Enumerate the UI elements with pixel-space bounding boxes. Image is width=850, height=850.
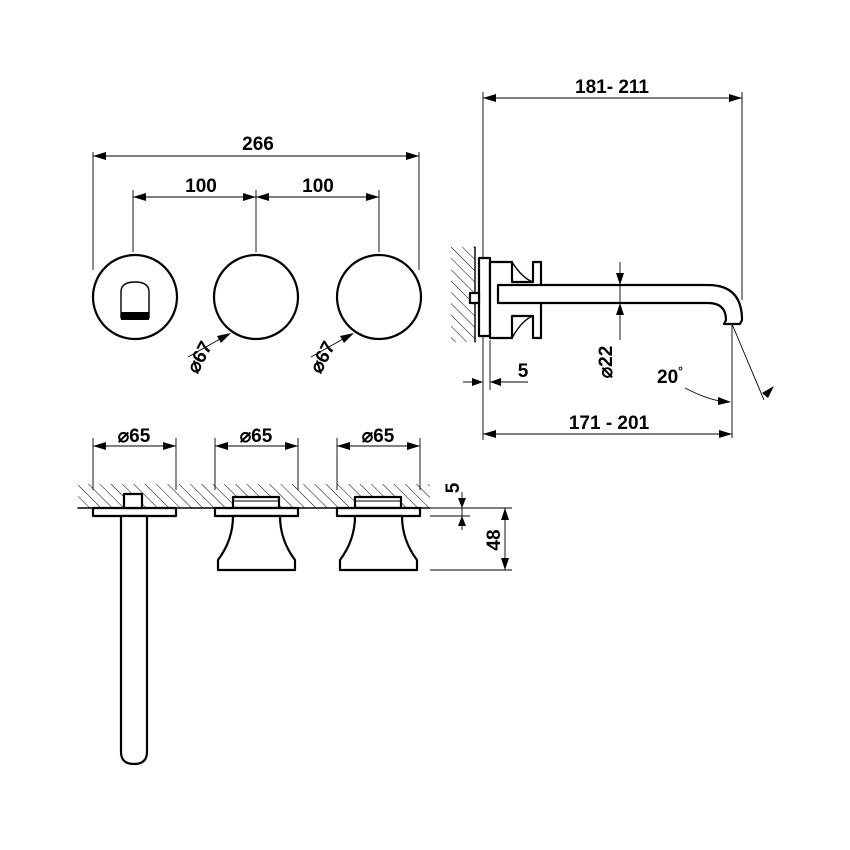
handle-right-top [335, 495, 422, 572]
spout-side [468, 256, 744, 340]
dimension-handle-diameter-right: ⌀67 [306, 333, 354, 377]
side-view: 181- 211 ⌀22 [451, 77, 774, 440]
dimension-plate-diameter-1: ⌀65 [92, 426, 177, 490]
dim-5-top-label: 5 [443, 482, 464, 493]
dimension-spout-angle: 20° [657, 323, 774, 438]
handle-left-top [213, 495, 300, 572]
dimension-plate-diameter-2: ⌀65 [214, 426, 299, 490]
dim-65-1-label: ⌀65 [118, 426, 151, 447]
front-view: 266 100 100 ⌀67 [91, 134, 423, 377]
dimension-plate-depth: 5 [430, 482, 470, 530]
dimension-spout-reach: 171 - 201 [483, 413, 732, 438]
dim-20-label: 20° [657, 364, 683, 388]
dim-266-label: 266 [242, 134, 274, 155]
dim-171-201-label: 171 - 201 [569, 413, 650, 434]
dimension-handle-projection: 48 [430, 507, 512, 571]
dim-65-2-label: ⌀65 [240, 426, 273, 447]
dim-65-3-label: ⌀65 [362, 426, 395, 447]
dim-5-side-label: 5 [518, 361, 529, 382]
spout-plate-front [91, 253, 179, 341]
dimension-plate-diameter-3: ⌀65 [336, 426, 421, 490]
handle-right-front [335, 253, 423, 341]
dimension-projection: 181- 211 [482, 77, 743, 440]
spout-top [91, 492, 178, 766]
dim-100-right-label: 100 [302, 176, 334, 197]
dim-181-211-label: 181- 211 [575, 77, 649, 98]
dim-100-left-label: 100 [185, 176, 217, 197]
dim-22-label: ⌀22 [596, 346, 617, 379]
top-view: ⌀65 ⌀65 ⌀65 [77, 426, 512, 766]
dimension-handle-diameter-left: ⌀67 [183, 333, 231, 377]
dimension-handle-spacing: 100 100 [132, 176, 380, 252]
dimension-plate-thickness: 5 [463, 340, 529, 390]
dimension-spout-diameter: ⌀22 [596, 262, 630, 378]
dimension-overall-width: 266 [92, 134, 420, 270]
handle-left-front [212, 253, 300, 341]
dim-48-label: 48 [484, 529, 505, 550]
